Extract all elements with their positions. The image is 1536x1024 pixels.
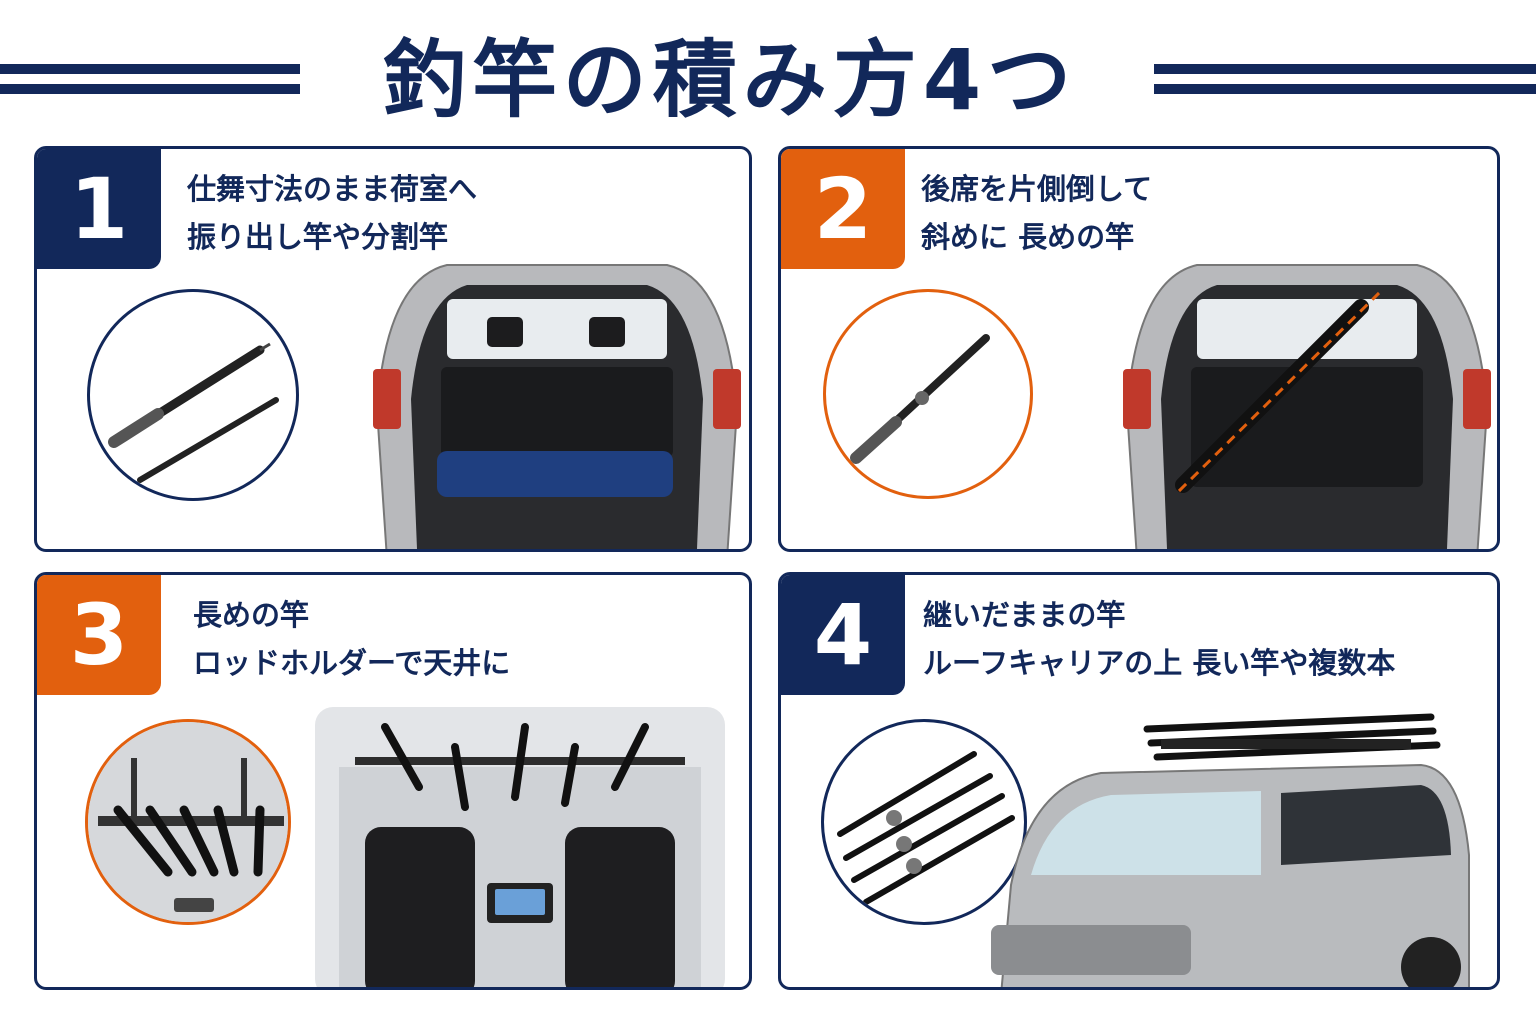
step-number-badge: 2 <box>781 149 905 269</box>
method-description: 長めの竿 ロッドホルダーで天井に <box>193 591 510 687</box>
description-line-1: 仕舞寸法のまま荷室へ <box>187 172 478 206</box>
car-trunk-diagonal-image <box>1123 264 1491 549</box>
ceiling-rod-holder-icon <box>88 722 288 922</box>
title-stripes-right <box>1154 64 1536 104</box>
multiple-rods-circle <box>821 719 1027 925</box>
rod-closeup-circle <box>87 289 299 501</box>
page-title: 釣竿の積み方4つ <box>382 31 1078 129</box>
car-roof-carrier-image <box>991 713 1470 987</box>
description-line-1: 長めの竿 <box>193 598 310 632</box>
rod-closeup-circle <box>823 289 1033 499</box>
method-description: 仕舞寸法のまま荷室へ 振り出し竿や分割竿 <box>187 165 477 261</box>
step-number-badge: 1 <box>37 149 161 269</box>
description-line-2: 振り出し竿や分割竿 <box>187 220 449 254</box>
title-bar: 釣竿の積み方4つ <box>0 20 1536 140</box>
car-ceiling-interior-image <box>315 707 725 987</box>
spinning-rod-icon <box>850 334 990 464</box>
description-line-1: 継いだままの竿 <box>923 598 1126 632</box>
title-stripes-left <box>0 64 300 104</box>
fishing-rods-icon <box>837 751 1015 905</box>
method-description: 継いだままの竿 ルーフキャリアの上 長い竿や複数本 <box>923 591 1395 687</box>
method-description: 後席を片側倒して 斜めに 長めの竿 <box>921 165 1152 261</box>
method-card-2: 2 後席を片側倒して 斜めに 長めの竿 <box>778 146 1500 552</box>
method-card-4: 4 継いだままの竿 ルーフキャリアの上 長い竿や複数本 <box>778 572 1500 990</box>
car-trunk-image <box>373 264 741 549</box>
description-line-2: ルーフキャリアの上 長い竿や複数本 <box>923 646 1396 680</box>
method-card-3: 3 長めの竿 ロッドホルダーで天井に <box>34 572 752 990</box>
method-card-1: 1 仕舞寸法のまま荷室へ 振り出し竿や分割竿 <box>34 146 752 552</box>
rod-holder-circle <box>85 719 291 925</box>
step-number-badge: 4 <box>781 575 905 695</box>
step-number-badge: 3 <box>37 575 161 695</box>
description-line-1: 後席を片側倒して <box>921 172 1153 206</box>
description-line-2: ロッドホルダーで天井に <box>193 646 511 680</box>
description-line-2: 斜めに 長めの竿 <box>921 220 1135 254</box>
telescopic-rod-icon <box>108 342 279 483</box>
